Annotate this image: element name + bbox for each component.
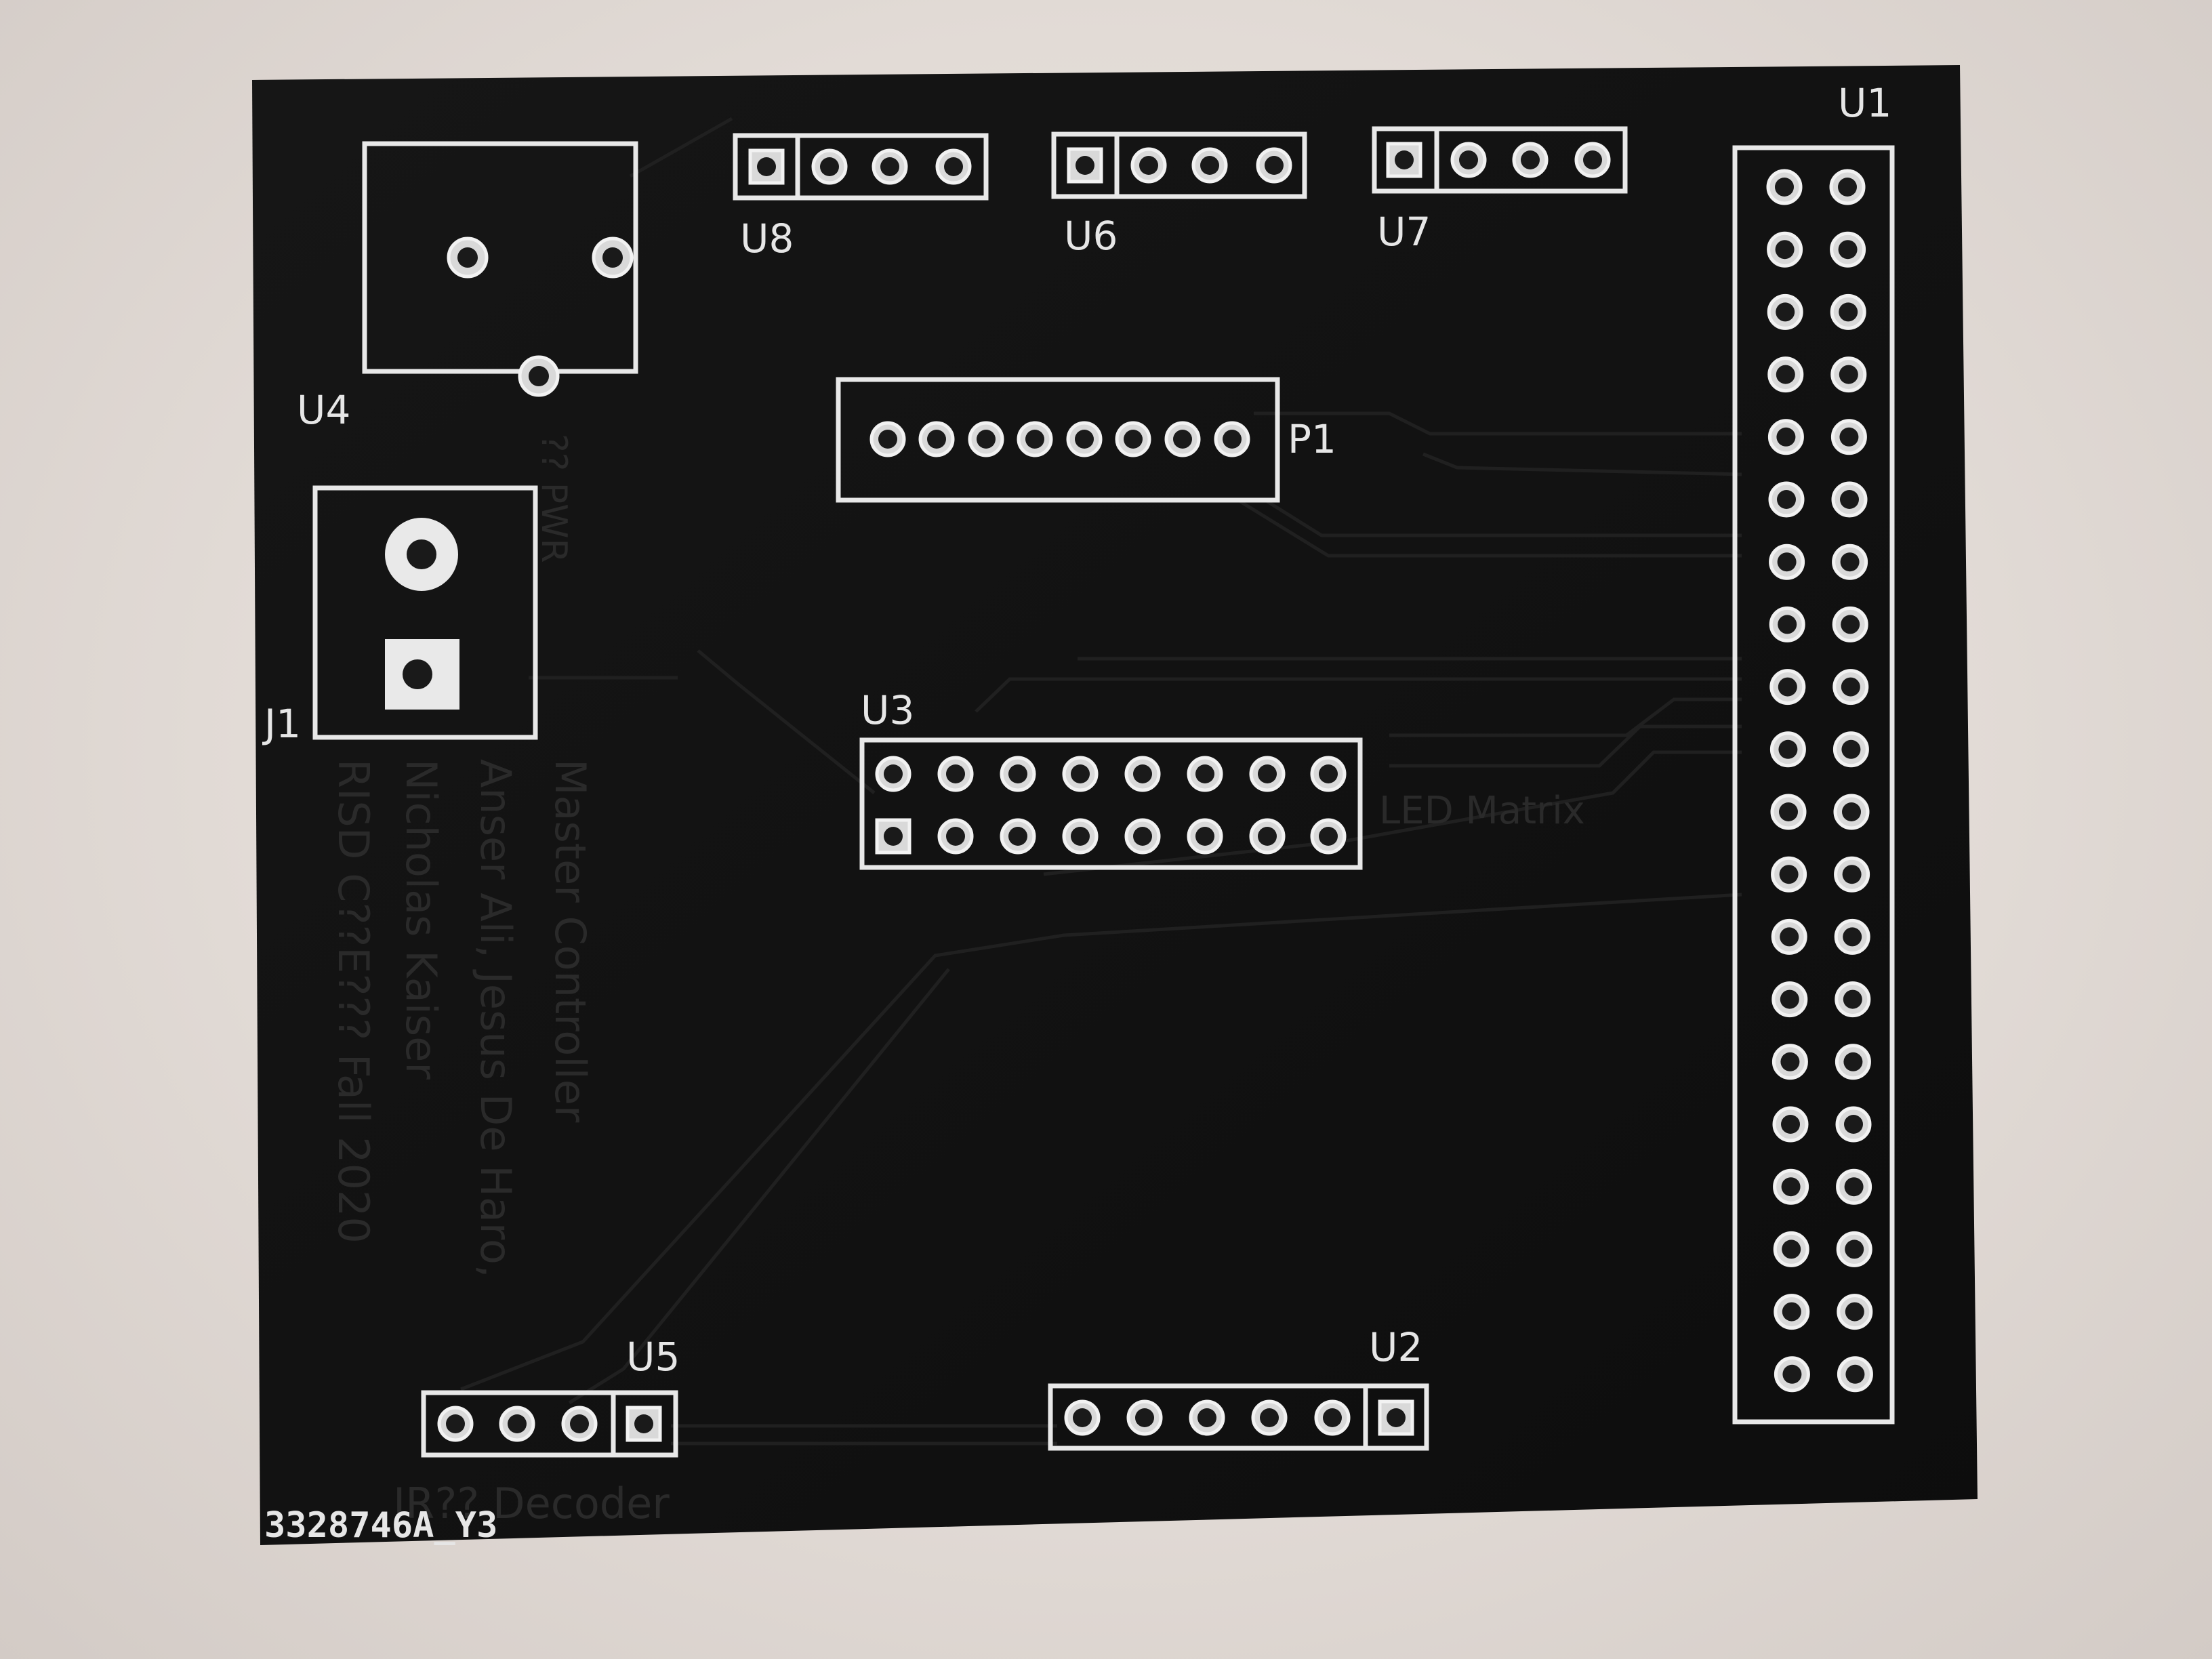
u1-pin-hole <box>1778 739 1798 759</box>
u1-pin-hole <box>1840 552 1860 572</box>
j1-footprint <box>312 485 538 740</box>
u3-footprint <box>859 737 1363 870</box>
u3-label: U3 <box>861 687 914 733</box>
u1-pin-hole <box>1843 927 1862 947</box>
u1-label: U1 <box>1838 80 1891 126</box>
u1-pin-hole <box>1779 802 1798 821</box>
u1-pin-hole <box>1776 365 1795 384</box>
u8-footprint <box>733 133 989 201</box>
u1-pin-hole <box>1838 178 1857 197</box>
u1-pin-hole <box>1839 427 1859 447</box>
u1-pin-hole <box>1845 1364 1865 1384</box>
u1-pin-hole <box>1843 1052 1863 1071</box>
u1-pin-hole <box>1838 240 1858 260</box>
u1-pin-hole <box>1780 989 1799 1009</box>
board-serial: 3328746A_Y3 <box>264 1505 497 1546</box>
u1-pin-hole <box>1839 302 1858 322</box>
u1-pin-hole <box>1779 865 1799 884</box>
led-matrix-faint-label: LED Matrix <box>1379 789 1585 833</box>
u5-footprint <box>421 1390 678 1458</box>
copper-traces <box>460 117 1742 1446</box>
credits-block: Master Controller Anser Ali, Jesus De Ha… <box>329 759 595 1278</box>
u1-pin-hole <box>1777 490 1796 509</box>
u4-footprint <box>362 141 638 397</box>
u1-pin-hole <box>1776 302 1795 322</box>
u1-pin-hole <box>1844 1115 1863 1134</box>
u3-bottom-row <box>875 818 1347 855</box>
decoder-faint-label: IR?? Decoder <box>393 1479 670 1528</box>
p1-label: P1 <box>1288 416 1336 462</box>
u2-footprint <box>1048 1383 1429 1451</box>
u1-pin-hole <box>1780 927 1799 947</box>
u1-pin-rows <box>1766 169 1873 1393</box>
u1-pin-hole <box>1782 1240 1801 1259</box>
u1-pin-hole <box>1839 365 1858 384</box>
u1-pin-hole <box>1782 1302 1801 1322</box>
u1-pin-hole <box>1777 552 1797 572</box>
u1-pin-hole <box>1840 490 1859 509</box>
u1-pin-hole <box>1778 677 1797 697</box>
u5-label: U5 <box>626 1334 680 1380</box>
credits-line-1: Master Controller <box>546 759 595 1123</box>
u1-pin-hole <box>1843 989 1862 1009</box>
u1-footprint <box>1732 145 1895 1425</box>
u1-pin-hole <box>1781 1177 1801 1197</box>
pwr-faint-label: ?? PWR <box>533 434 574 563</box>
u1-pin-hole <box>1845 1302 1864 1322</box>
p1-footprint <box>836 377 1280 503</box>
u2-label: U2 <box>1369 1324 1422 1370</box>
u4-label: U4 <box>297 387 350 433</box>
u1-pin-hole <box>1844 1177 1864 1197</box>
u1-pin-hole <box>1775 178 1794 197</box>
u1-pin-hole <box>1841 615 1860 634</box>
u1-pin-hole <box>1776 427 1796 447</box>
u1-pin-hole <box>1841 677 1860 697</box>
u7-footprint <box>1372 126 1628 194</box>
u6-label: U6 <box>1064 213 1118 259</box>
j1-label: J1 <box>262 701 301 747</box>
u1-pin-hole <box>1782 1364 1802 1384</box>
u1-pin-hole <box>1842 865 1862 884</box>
u7-label: U7 <box>1377 209 1431 255</box>
u8-label: U8 <box>740 216 794 262</box>
credits-line-2: Anser Ali, Jesus De Haro, <box>471 759 520 1278</box>
u1-pin-hole <box>1842 802 1861 821</box>
u1-pin-hole <box>1845 1240 1864 1259</box>
u3-top-row <box>875 756 1347 792</box>
u6-footprint <box>1051 131 1307 199</box>
u1-pin-hole <box>1841 739 1861 759</box>
u1-pin-hole <box>1780 1052 1800 1071</box>
u1-pin-hole <box>1781 1115 1800 1134</box>
credits-line-4: RISD C??E??? Fall 2020 <box>329 759 378 1244</box>
u1-pin-hole <box>1775 240 1795 260</box>
u1-pin-hole <box>1778 615 1797 634</box>
credits-line-3: Nicholas Kaiser <box>396 759 446 1080</box>
